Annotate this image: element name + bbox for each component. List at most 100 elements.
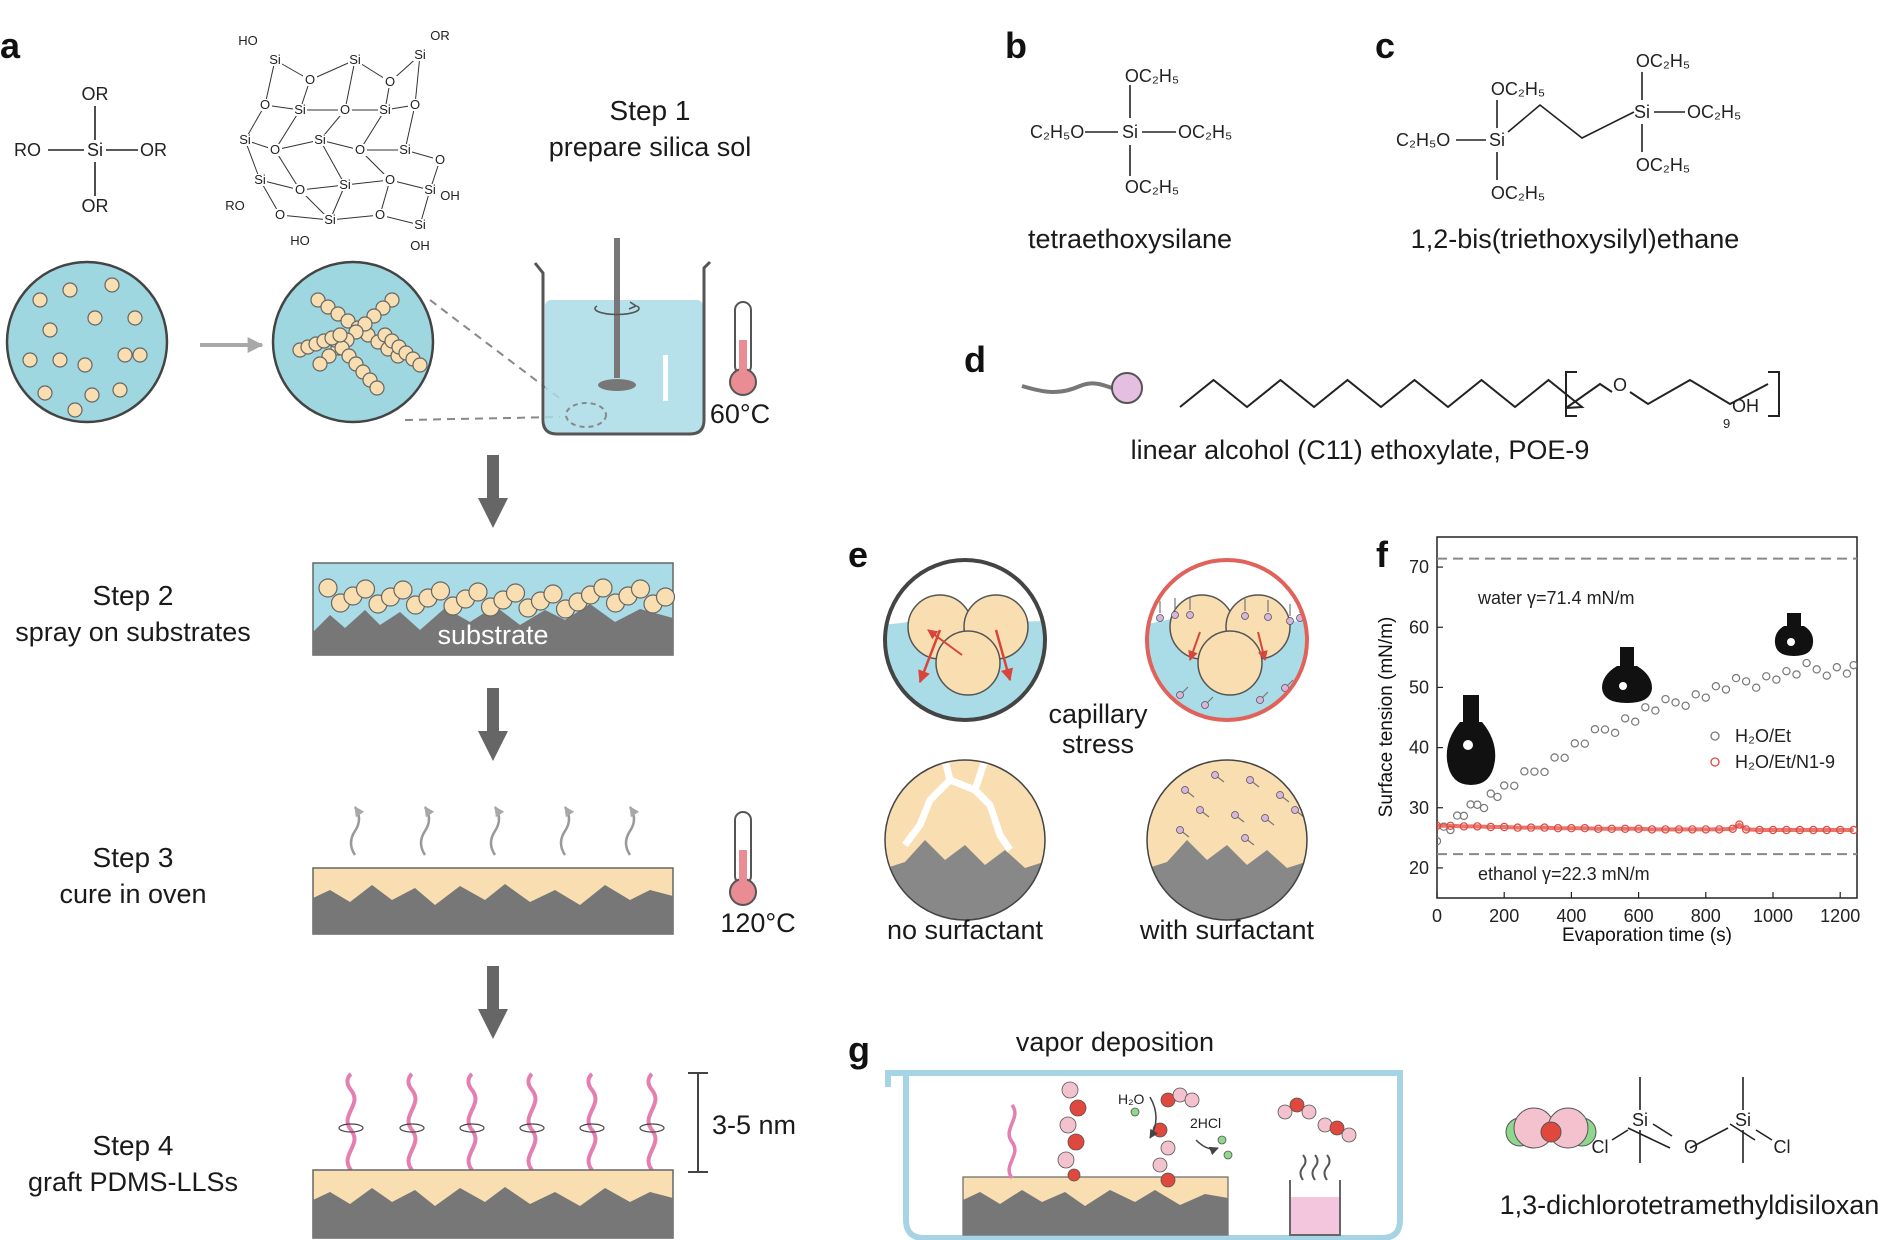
grafted-substrate xyxy=(312,1169,674,1239)
with-surfactant-caption: with surfactant xyxy=(1139,915,1315,945)
x-tick-label: 400 xyxy=(1556,906,1586,926)
plot-frame xyxy=(1436,536,1858,899)
generic-top: OR xyxy=(82,84,109,104)
data-point-series-0 xyxy=(1802,658,1811,668)
chart-legend: H₂O/Et H₂O/Et/N1-9 xyxy=(1710,726,1835,772)
x-tick-label: 1000 xyxy=(1753,906,1793,926)
y-tick-label: 60 xyxy=(1409,617,1429,637)
thermometer-icon-2 xyxy=(729,811,757,906)
data-point-series-0 xyxy=(1550,753,1559,762)
btese-left-top: OC₂H₅ xyxy=(1491,79,1545,99)
zoom-line-bottom xyxy=(404,416,561,421)
no-surfactant-caption: no surfactant xyxy=(887,915,1044,945)
svg-text:O: O xyxy=(385,172,395,187)
data-point-series-0 xyxy=(1681,701,1690,710)
poe-subscript: 9 xyxy=(1723,416,1730,431)
svg-text:O: O xyxy=(410,97,420,112)
legend-label-h2o-et-n1-9: H₂O/Et/N1-9 xyxy=(1735,752,1835,772)
panel-g: vapor deposition H₂O 2HCl xyxy=(885,1027,1880,1240)
data-point-series-0 xyxy=(1570,739,1579,748)
svg-text:O: O xyxy=(375,207,385,222)
data-point-series-0 xyxy=(1473,800,1482,809)
formula-cl-right: Cl xyxy=(1774,1137,1791,1157)
x-axis-label: Evaporation time (s) xyxy=(1562,925,1732,946)
step1-description: prepare silica sol xyxy=(549,132,752,162)
svg-text:Si: Si xyxy=(379,102,391,117)
data-point-series-0 xyxy=(1631,717,1640,726)
capillary-label-1: capillary xyxy=(1048,699,1148,729)
data-point-series-0 xyxy=(1437,836,1442,846)
generic-alkoxysilane: Si OR OR RO OR xyxy=(14,84,167,216)
svg-text:Si: Si xyxy=(239,132,251,147)
data-point-series-0 xyxy=(1590,725,1600,734)
sprayed-substrate xyxy=(312,562,676,656)
data-point-series-0 xyxy=(1691,690,1700,699)
data-point-series-0 xyxy=(1842,669,1852,678)
panel-b-teos: Si OC₂H₅ OC₂H₅ C₂H₅O OC₂H₅ tetraethoxysi… xyxy=(1028,66,1232,254)
poe-end-group: OH xyxy=(1732,396,1759,416)
beaker xyxy=(533,238,712,436)
panel-label-c: c xyxy=(1375,25,1395,66)
x-tick-label: 1200 xyxy=(1820,906,1860,926)
pdms-brushes xyxy=(338,1072,665,1172)
reagent-vial xyxy=(1289,1154,1341,1236)
data-point-series-0 xyxy=(1832,663,1842,672)
btese-si-right: Si xyxy=(1634,102,1650,122)
data-point-series-0 xyxy=(1560,753,1569,763)
svg-text:O: O xyxy=(295,182,305,197)
panel-label-f: f xyxy=(1376,534,1389,575)
data-point-series-0 xyxy=(1782,666,1791,676)
alkyl-chain xyxy=(1179,378,1585,409)
poe-oxygen: O xyxy=(1613,375,1627,395)
svg-text:Si: Si xyxy=(424,182,436,197)
substrate-label: substrate xyxy=(437,620,548,650)
generic-si: Si xyxy=(87,140,103,160)
teos-si: Si xyxy=(1122,122,1138,142)
step4-description: graft PDMS-LLSs xyxy=(28,1167,238,1197)
x-tick-label: 200 xyxy=(1489,906,1519,926)
panel-c-btese: Si Si OC₂H₅ OC₂H₅ C₂H₅O OC₂H₅ OC₂H₅ OC₂H… xyxy=(1396,51,1741,254)
generic-left: RO xyxy=(14,140,41,160)
btese-right-right: OC₂H₅ xyxy=(1687,102,1741,122)
teos-left: C₂H₅O xyxy=(1030,122,1084,142)
step-arrow-1 xyxy=(478,455,508,528)
svg-text:OR: OR xyxy=(430,28,450,43)
svg-text:Si: Si xyxy=(414,47,426,62)
data-point-series-0 xyxy=(1661,694,1670,704)
y-axis-label: Surface tension (mN/m) xyxy=(1376,617,1397,818)
data-point-series-0 xyxy=(1466,800,1475,809)
data-point-series-0 xyxy=(1651,706,1660,715)
data-point-series-0 xyxy=(1711,682,1721,691)
series-line-1 xyxy=(1437,822,1854,833)
water-label: H₂O xyxy=(1118,1091,1145,1107)
y-tick-label: 40 xyxy=(1409,738,1429,758)
x-tick-label: 800 xyxy=(1691,906,1721,926)
thermometer-icon xyxy=(729,301,757,396)
svg-text:O: O xyxy=(305,72,315,87)
svg-text:O: O xyxy=(275,207,285,222)
data-point-series-0 xyxy=(1812,665,1821,674)
monomer-sol-circle xyxy=(5,260,169,424)
svg-text:OH: OH xyxy=(440,188,460,203)
data-point-series-0 xyxy=(1452,811,1462,820)
droplet-icon-2 xyxy=(1602,647,1652,703)
data-point-series-0 xyxy=(1580,739,1590,748)
data-point-series-0 xyxy=(1849,660,1857,670)
data-point-series-0 xyxy=(1540,767,1549,777)
cured-substrate xyxy=(312,867,674,935)
formula-o: O xyxy=(1684,1137,1698,1157)
y-tick-label: 50 xyxy=(1409,677,1429,697)
svg-text:HO: HO xyxy=(238,33,258,48)
step2-title: Step 2 xyxy=(93,580,174,611)
btese-left-left: C₂H₅O xyxy=(1396,130,1450,150)
svg-text:Si: Si xyxy=(294,102,306,117)
btese-si-left: Si xyxy=(1489,130,1505,150)
svg-text:O: O xyxy=(355,142,365,157)
temp-120: 120°C xyxy=(720,908,795,938)
panel-d-surfactant: O 9 OH linear alcohol (C11) ethoxylate, … xyxy=(1021,371,1780,465)
legend-label-h2o-et: H₂O/Et xyxy=(1735,726,1791,746)
generic-right: OR xyxy=(140,140,167,160)
y-tick-label: 70 xyxy=(1409,557,1429,577)
capillary-no-surfactant xyxy=(883,558,1047,722)
